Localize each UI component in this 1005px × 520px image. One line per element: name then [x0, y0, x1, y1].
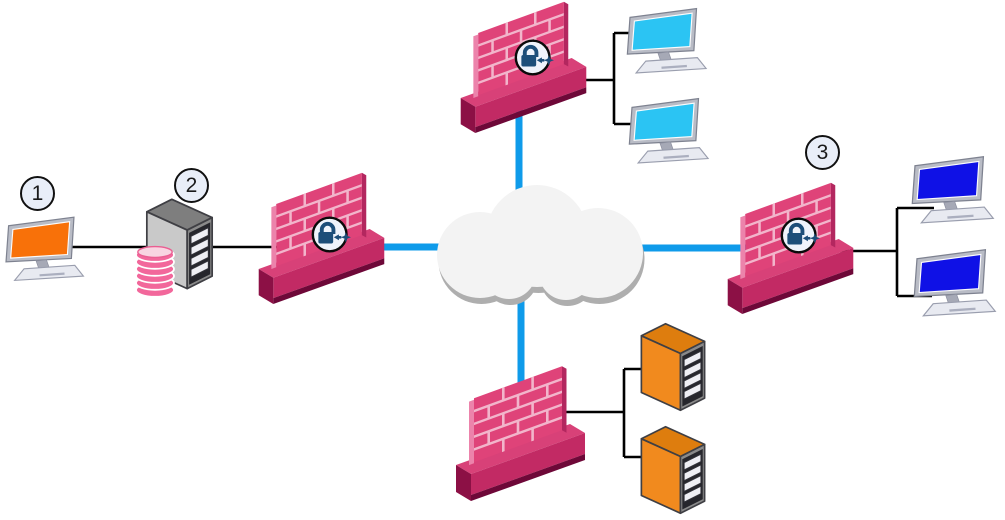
- workstation-blue-2: [913, 248, 997, 318]
- workstation-cyan-1: [626, 7, 708, 75]
- workstation-cyan-2: [628, 97, 710, 165]
- workstation-blue-1: [911, 155, 995, 225]
- database-icon: [135, 245, 175, 298]
- link-firewall-bottom-servers: [560, 367, 652, 459]
- node-label-2: 2: [174, 168, 209, 203]
- node-label-3: 3: [805, 135, 840, 170]
- server-orange-2: [640, 425, 706, 515]
- link-firewall-top-workstations: [578, 31, 646, 126]
- cloud: [437, 185, 645, 306]
- workstation-1: [4, 216, 85, 282]
- link-firewall-right-workstations: [840, 206, 934, 298]
- server-orange-1: [640, 322, 706, 412]
- node-label-1: 1: [20, 176, 55, 211]
- firewall-bottom: [454, 364, 587, 501]
- cloud-body: [437, 185, 643, 300]
- black-links: [58, 31, 934, 459]
